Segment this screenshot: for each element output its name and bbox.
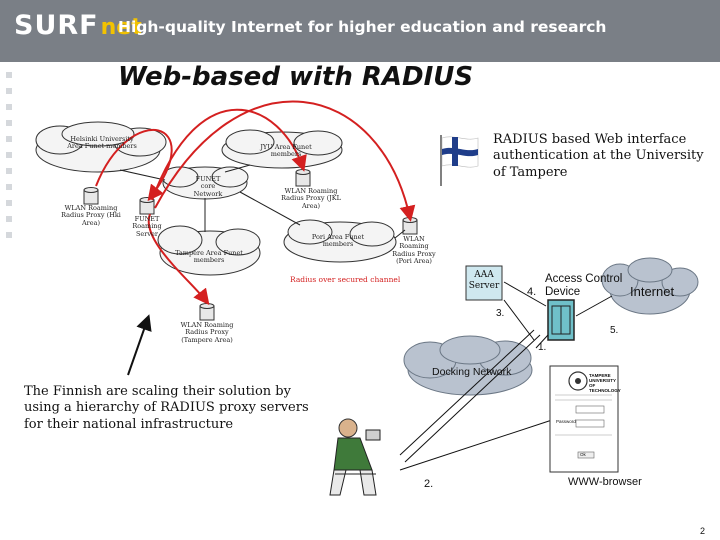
step-5-label: 5. (610, 325, 619, 336)
browser-ok-button: Ok (580, 452, 586, 457)
radius-channel-label: Radius over secured channel (290, 275, 401, 284)
step-4-label: 4. (527, 286, 537, 298)
internet-label: Internet (630, 284, 675, 299)
logo-suffix: net (100, 15, 142, 40)
page-number: 2 (700, 526, 706, 536)
jyu-cloud (221, 129, 343, 169)
pointer-arrow (127, 314, 152, 376)
logo-main: SURF (14, 10, 99, 41)
header-tagline: High-quality Internet for higher educati… (118, 18, 607, 36)
wlan-pori-label: WLAN Roaming Radius Proxy (Pori Area) (392, 235, 436, 266)
tampere-note-line-3: of Tampere (493, 164, 568, 180)
slide-title: Web-based with RADIUS (118, 62, 474, 92)
network-links (119, 164, 406, 239)
tampere-note-line-2: authentication at the University (493, 148, 704, 164)
pori-cloud-label: Pori Area Funet members (311, 233, 365, 249)
wlan-jkl-label: WLAN Roaming Radius Proxy (JKL Area) (281, 187, 341, 210)
tampere-note: RADIUS based Web interface authenticatio… (493, 132, 704, 181)
tampere-note-line-1: RADIUS based Web interface (493, 132, 687, 147)
user-flow-lines (399, 329, 553, 471)
finland-flag-icon (440, 135, 479, 186)
finnish-note: The Finnish are scaling their solution b… (24, 384, 309, 433)
aaa-server-icon (465, 265, 503, 301)
jyu-cloud-label: JYU Area Funet members (260, 143, 312, 159)
finnish-note-line-3: for their national infrastructure (24, 416, 234, 432)
aaa-server-label: AAA Server (468, 270, 500, 291)
decorative-sidebar (0, 62, 22, 540)
tampere-cloud-label: Tampere Area Funet members (175, 249, 243, 265)
surfnet-logo: SURFnet (14, 10, 142, 41)
www-browser-label: WWW-browser (568, 476, 642, 488)
wlan-hki-label: WLAN Roaming Radius Proxy (Hki Area) (61, 204, 121, 227)
step-3-label: 3. (496, 308, 505, 319)
funet-core-cloud (161, 166, 249, 200)
access-control-device-icon (547, 299, 575, 341)
header-banner: SURFnet High-quality Internet for higher… (0, 0, 720, 62)
flow-lines (503, 281, 613, 349)
browser-university-text: TAMPERE UNIVERSITY OF TECHNOLOGY (589, 373, 621, 393)
internet-cloud (601, 257, 699, 315)
step-1-label: 1. (538, 342, 547, 353)
docking-network-label: Docking Network (432, 366, 512, 378)
access-control-label: Access Control Device (545, 273, 623, 299)
browser-password-label: Password (556, 419, 576, 424)
user-person-icon (329, 418, 381, 496)
funet-core-label: FUNET core Network (193, 175, 223, 198)
pori-cloud (283, 219, 397, 263)
tampere-cloud (157, 225, 261, 276)
finnish-note-line-1: The Finnish are scaling their solution b… (24, 384, 291, 399)
helsinki-cloud-label: Helsinki University Area Funet members (67, 135, 137, 151)
step-2-label: 2. (424, 478, 434, 490)
wlan-tampere-label: WLAN Roaming Radius Proxy (Tampere Area) (180, 321, 234, 344)
radius-arcs (95, 100, 416, 306)
docking-network-cloud (403, 335, 533, 396)
browser-window-mock (549, 365, 619, 473)
finnish-note-line-2: using a hierarchy of RADIUS proxy server… (24, 400, 309, 416)
funet-roaming-label: FUNET Roaming Server (132, 215, 162, 238)
